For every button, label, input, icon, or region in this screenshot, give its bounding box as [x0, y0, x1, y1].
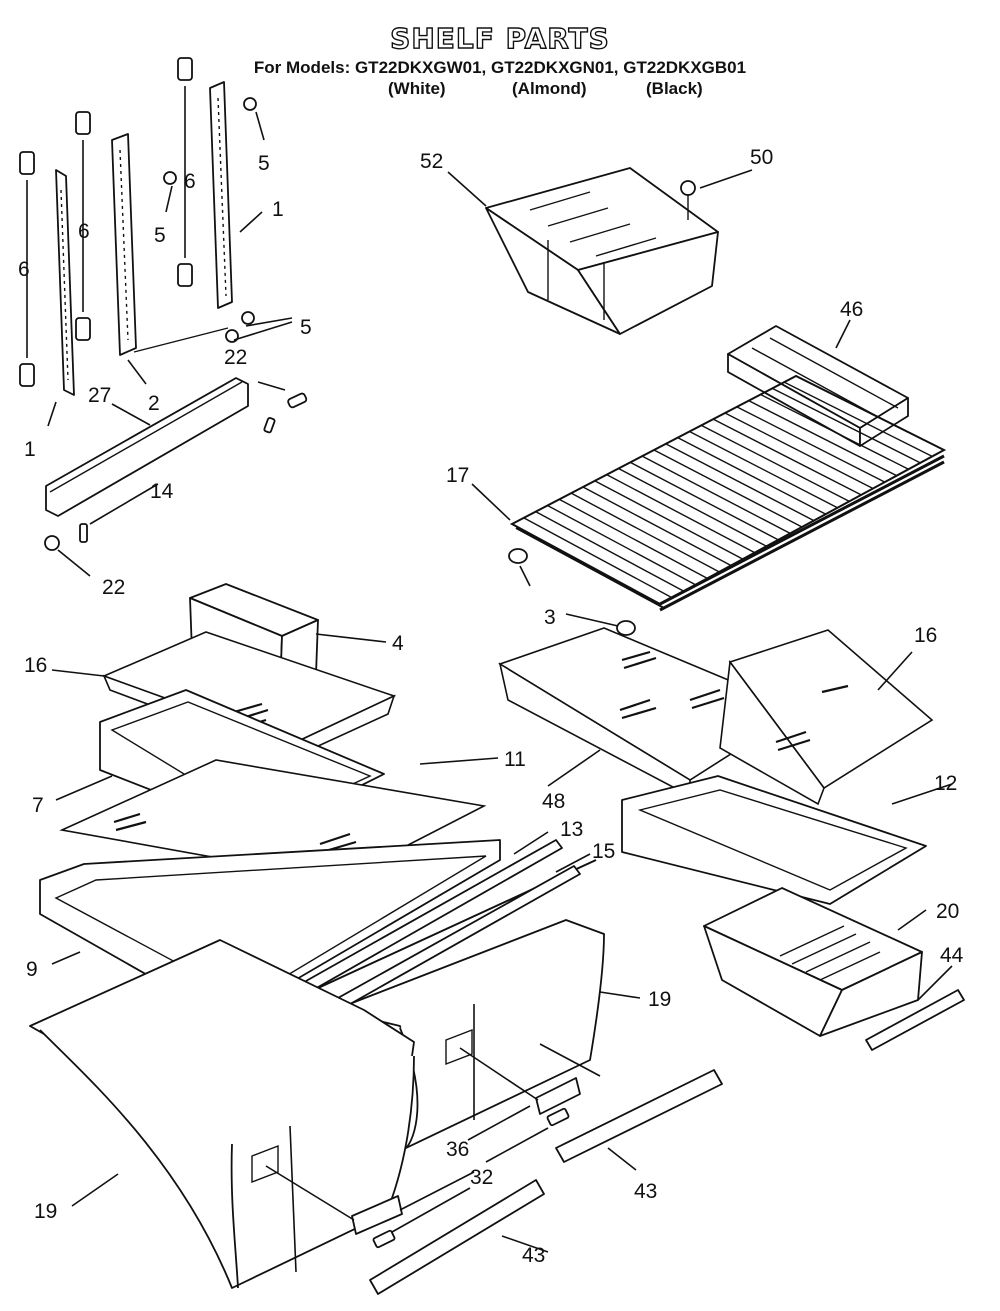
model-list: For Models: GT22DKXGW01, GT22DKXGN01, GT… [253, 58, 747, 77]
callout-19: 19 [34, 1200, 57, 1223]
callout-44: 44 [940, 944, 964, 967]
callout-1: 1 [24, 438, 36, 461]
crisper-drawer-19-right [333, 919, 605, 1149]
screw-50 [680, 180, 696, 220]
wire-rod [606, 474, 755, 554]
callout-1: 1 [272, 198, 284, 221]
leader-lines-middle [51, 633, 953, 1001]
callout-14: 14 [150, 480, 174, 503]
callout-43: 43 [522, 1244, 545, 1267]
callout-15: 15 [592, 840, 615, 863]
callout-22: 22 [102, 576, 125, 599]
callout-2: 2 [148, 392, 160, 415]
callout-5: 5 [154, 224, 166, 247]
callout-19: 19 [648, 988, 671, 1011]
handle-trim-43-lower [369, 1179, 545, 1295]
wire-rod [547, 504, 696, 586]
wire-rod [736, 406, 886, 483]
variant-almond: (Almond) [512, 79, 587, 98]
callout-16: 16 [914, 624, 937, 647]
callout-50: 50 [750, 146, 773, 169]
wire-rod [559, 498, 708, 579]
drawer-clips-36-32 [351, 1077, 581, 1249]
wire-rod [701, 424, 850, 502]
callout-5: 5 [300, 316, 312, 339]
callout-13: 13 [560, 818, 583, 841]
wire-rod [653, 449, 803, 528]
wire-rod [582, 486, 732, 567]
deli-drawer-20 [703, 887, 923, 1037]
rear-support-rail [45, 327, 249, 517]
callout-11: 11 [504, 748, 526, 771]
page-title: SHELF PARTS [389, 21, 610, 55]
wire-shelf-17 [509, 374, 947, 612]
shelf-stop-3 [508, 548, 636, 636]
wire-rod [712, 418, 862, 496]
shelf-frame-12 [621, 775, 927, 905]
guide-lines-lower [265, 1004, 601, 1273]
callout-17: 17 [446, 464, 469, 487]
callout-22: 22 [224, 346, 247, 369]
wire-rod [783, 381, 933, 458]
wire-rod [677, 437, 826, 515]
leader-lines-upper-right [447, 169, 851, 627]
rail-screws [44, 392, 308, 551]
wire-rod [724, 412, 874, 490]
leader-lines-lower [71, 991, 641, 1253]
wire-rod [535, 511, 684, 592]
wire-rod [630, 461, 779, 541]
variant-white: (White) [388, 79, 446, 98]
callout-16: 16 [24, 654, 47, 677]
wire-rod [594, 480, 744, 560]
callout-52: 52 [420, 150, 443, 173]
leader-lines-upper-left [26, 86, 293, 577]
callout-3: 3 [544, 606, 556, 629]
callout-36: 36 [446, 1138, 469, 1161]
wire-rod [641, 455, 791, 535]
shelf-ladder-middle [111, 133, 137, 356]
variant-black: (Black) [646, 79, 703, 98]
callout-5: 5 [258, 152, 270, 175]
callout-6: 6 [18, 258, 30, 281]
wire-rod [760, 393, 909, 470]
shelf-ladder-right [209, 81, 233, 309]
wire-rod [772, 387, 921, 464]
callout-43: 43 [634, 1180, 657, 1203]
callout-20: 20 [936, 900, 959, 923]
ladder-clips [19, 57, 193, 387]
drawer-cover-52 [485, 167, 719, 335]
handle-trim-43-upper [555, 1069, 723, 1163]
callout-27: 27 [88, 384, 111, 407]
callout-9: 9 [26, 958, 38, 981]
callout-48: 48 [542, 790, 565, 813]
callout-46: 46 [840, 298, 863, 321]
callout-32: 32 [470, 1166, 493, 1189]
crisper-drawer-19-left [29, 939, 415, 1289]
ladder-screws [163, 97, 257, 343]
callout-12: 12 [934, 772, 957, 795]
callout-6: 6 [184, 170, 196, 193]
wire-rod [748, 400, 897, 477]
wire-rod [570, 492, 720, 573]
callout-4: 4 [392, 632, 404, 655]
glass-shelf-16-right [719, 629, 934, 806]
wire-rod [618, 467, 767, 547]
callout-6: 6 [78, 220, 90, 243]
callout-7: 7 [32, 794, 44, 817]
shelf-ladder-left [55, 169, 75, 396]
wire-rod [665, 443, 815, 522]
drawer-trim-44 [865, 989, 965, 1051]
wire-rod [523, 517, 673, 599]
wire-rod [689, 430, 838, 509]
